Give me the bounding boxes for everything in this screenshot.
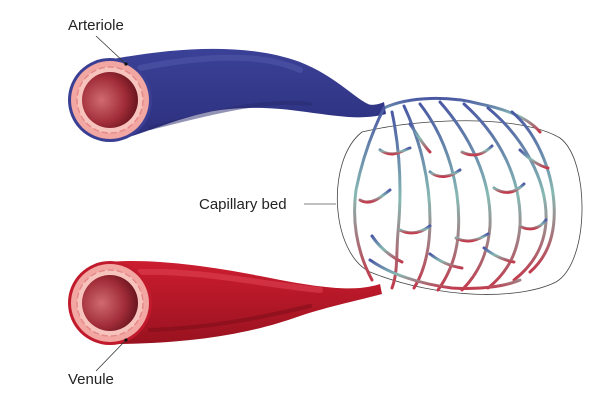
arteriole-label: Arteriole [68, 17, 124, 34]
capillary-bed-label: Capillary bed [199, 196, 287, 213]
capillary-network [353, 96, 556, 292]
arteriole-vessel [108, 48, 386, 143]
venule-leader-dot [124, 338, 128, 342]
venule-leader-line [95, 339, 127, 372]
arteriole-leader-line [95, 35, 127, 65]
venule-vessel [108, 260, 382, 344]
venule-cross-section [68, 261, 152, 345]
capillary-bed-outline [337, 120, 583, 295]
arteriole-leader-dot [124, 62, 128, 66]
venule-label: Venule [68, 371, 114, 388]
arteriole-cross-section [68, 58, 152, 142]
